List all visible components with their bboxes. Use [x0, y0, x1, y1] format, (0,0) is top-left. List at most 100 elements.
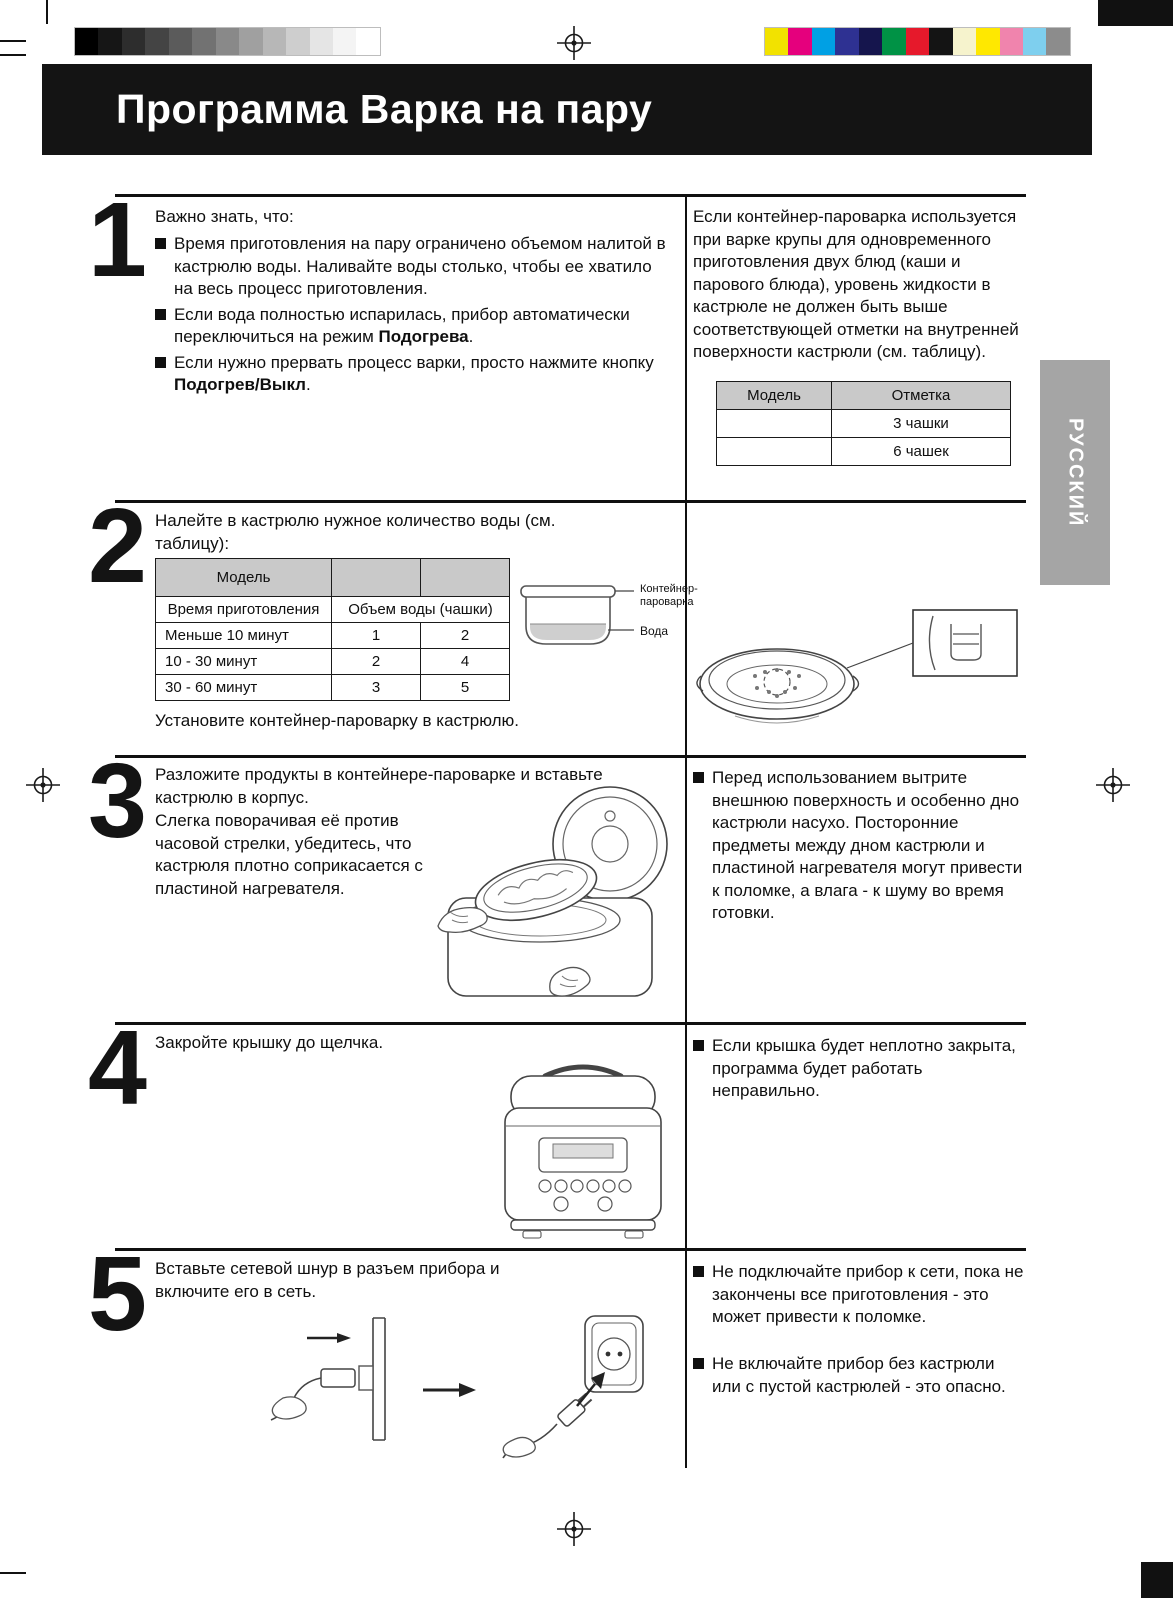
page-title: Программа Варка на пару — [116, 86, 653, 132]
water-volume-table: Модель Время приготовления Объем воды (ч… — [155, 558, 510, 701]
grayscale-calibration-bar — [74, 27, 381, 56]
calibration-swatch — [1022, 28, 1047, 55]
diagram-label-water: Вода — [640, 624, 669, 638]
bleed-mark-top-right — [1098, 0, 1173, 26]
step-4-instruction: Закройте крышку до щелчка. — [155, 1033, 384, 1052]
note-text: Если нужно прервать процесс варки, прост… — [174, 352, 654, 395]
calibration-swatch — [75, 28, 99, 55]
steamer-basket-illustration — [696, 609, 1018, 724]
calibration-swatch — [192, 28, 216, 55]
step-5-instruction: Вставьте сетевой шнур в разъем прибора и… — [155, 1259, 500, 1301]
table-cell: 1 — [331, 622, 421, 649]
diagram-label-container: Контейнер-пароварка — [640, 583, 698, 608]
table-cell: 4 — [420, 648, 510, 675]
step-1-intro: Важно знать, что: — [155, 207, 294, 226]
crop-mark — [0, 40, 26, 42]
table-row: 6 чашек — [716, 437, 1011, 466]
step-4-note: Если крышка будет неплотно закрыта, прог… — [693, 1032, 1027, 1103]
step-5-number: 5 — [88, 1235, 147, 1353]
bullet-square-icon — [155, 238, 166, 249]
closed-cooker-illustration — [504, 1064, 662, 1239]
note-item: Не подключайте прибор к сети, пока не за… — [693, 1261, 1027, 1329]
mark-table: Модель Отметка 3 чашки 6 чашек — [716, 381, 1011, 466]
section-rule-4 — [115, 1022, 1026, 1025]
calibration-swatch — [215, 28, 240, 55]
calibration-swatch — [858, 28, 883, 55]
calibration-swatch — [999, 28, 1023, 55]
calibration-swatch — [332, 28, 357, 55]
table-cell — [716, 437, 832, 466]
note-text: Не подключайте прибор к сети, пока не за… — [712, 1262, 1024, 1326]
step-3-instruction: Разложите продукты в контейнере-пароварк… — [155, 765, 603, 807]
table-row: Время приготовления Объем воды (чашки) — [155, 596, 510, 623]
crop-mark — [0, 1572, 26, 1574]
page-title-bar: Программа Варка на пару — [42, 64, 1092, 155]
calibration-swatch — [121, 28, 146, 55]
table-header-model: Модель — [155, 558, 332, 597]
registration-mark-bottom — [557, 1512, 591, 1546]
table-cell: 10 - 30 минут — [155, 648, 332, 675]
column-divider — [685, 194, 687, 1468]
table-header-blank — [420, 558, 510, 597]
step-2-outro: Установите контейнер-пароварку в кастрюл… — [155, 711, 520, 730]
table-row: 10 - 30 минут 2 4 — [155, 648, 510, 675]
note-text: Не включайте прибор без кастрюли или с п… — [712, 1354, 1006, 1396]
bullet-square-icon — [155, 308, 166, 320]
step-5-note-1: Не подключайте прибор к сети, пока не за… — [693, 1258, 1027, 1329]
insert-pot-illustration — [437, 786, 668, 997]
table-cell: 30 - 60 минут — [155, 674, 332, 701]
table-cell: 2 — [331, 648, 421, 675]
step-1-notes: Время приготовления на пару ограничено о… — [155, 230, 675, 397]
calibration-swatch — [811, 28, 836, 55]
note-item: Время приготовления на пару ограничено о… — [155, 233, 675, 301]
table-cell: 3 чашки — [831, 409, 1011, 438]
registration-mark-top — [557, 26, 591, 60]
calibration-swatch — [976, 28, 1000, 55]
bullet-square-icon — [693, 1358, 704, 1369]
calibration-swatch — [262, 28, 287, 55]
note-text: Перед использованием вытрите внешнюю пов… — [712, 768, 1023, 922]
note-item: Перед использованием вытрите внешнюю пов… — [693, 767, 1025, 925]
table-row: 3 чашки — [716, 409, 1011, 438]
section-rule-5 — [115, 1248, 1026, 1251]
calibration-swatch — [286, 28, 310, 55]
calibration-swatch — [1046, 28, 1070, 55]
calibration-swatch — [929, 28, 953, 55]
note-item: Если вода полностью испарилась, прибор а… — [155, 304, 675, 349]
language-tab: РУССКИЙ — [1040, 360, 1110, 585]
calibration-swatch — [356, 28, 380, 55]
table-cell: 5 — [420, 674, 510, 701]
steam-container-diagram — [520, 585, 634, 645]
calibration-swatch — [835, 28, 859, 55]
crop-mark — [0, 54, 26, 56]
note-text: Если крышка будет неплотно закрыта, прог… — [712, 1036, 1016, 1100]
calibration-swatch — [309, 28, 333, 55]
calibration-swatch — [765, 28, 789, 55]
note-text: Время приготовления на пару ограничено о… — [174, 234, 666, 298]
table-subheader-volume: Объем воды (чашки) — [331, 596, 510, 623]
step-3-note: Перед использованием вытрите внешнюю пов… — [693, 764, 1025, 925]
table-header-mark: Отметка — [831, 381, 1011, 410]
step-3-number: 3 — [88, 742, 147, 860]
table-row: 30 - 60 минут 3 5 — [155, 674, 510, 701]
language-tab-label: РУССКИЙ — [1064, 417, 1087, 528]
bullet-square-icon — [693, 1266, 704, 1277]
step-3-instruction-2: Слегка поворачивая её против часовой стр… — [155, 811, 423, 898]
table-header-model: Модель — [716, 381, 832, 410]
bullet-square-icon — [693, 772, 704, 783]
calibration-swatch — [145, 28, 169, 55]
table-cell — [716, 409, 832, 438]
section-rule-2 — [115, 500, 1026, 503]
note-item: Если крышка будет неплотно закрыта, прог… — [693, 1035, 1027, 1103]
note-text: Если вода полностью испарилась, прибор а… — [174, 304, 630, 347]
bullet-square-icon — [693, 1040, 704, 1051]
step-5-note-2: Не включайте прибор без кастрюли или с п… — [693, 1350, 1027, 1398]
calibration-swatch — [98, 28, 122, 55]
bullet-square-icon — [155, 356, 166, 368]
table-subheader-time: Время приготовления — [155, 596, 332, 623]
calibration-swatch — [952, 28, 977, 55]
note-item: Если нужно прервать процесс варки, прост… — [155, 352, 675, 397]
step-1-number: 1 — [88, 181, 147, 299]
table-cell: Меньше 10 минут — [155, 622, 332, 649]
